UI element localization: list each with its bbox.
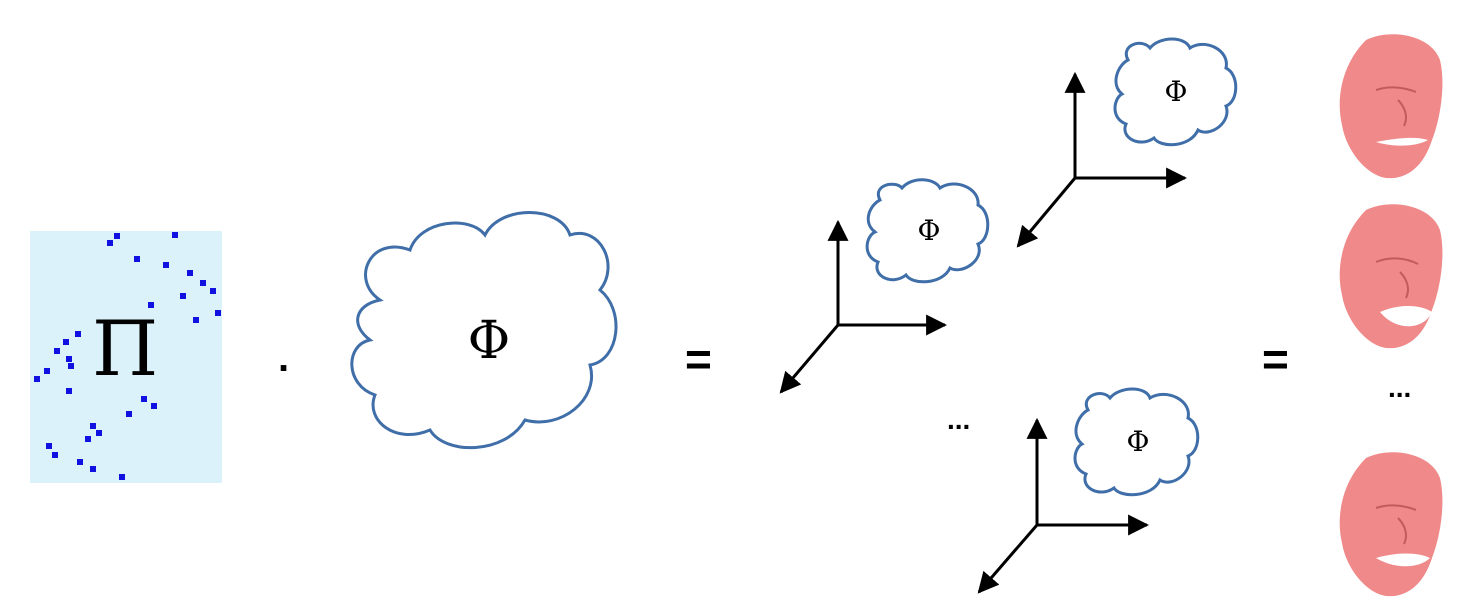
matrix-entry bbox=[180, 293, 186, 299]
matrix-entry bbox=[52, 452, 58, 458]
matrix-entry bbox=[44, 368, 50, 374]
matrix-entry bbox=[187, 270, 193, 276]
matrix-entry bbox=[68, 363, 74, 369]
basis-symbol: Φ bbox=[1165, 75, 1188, 108]
matrix-entry bbox=[126, 411, 132, 417]
basis-cloud-large: Φ bbox=[350, 211, 618, 450]
basis-symbol: Φ bbox=[918, 214, 941, 247]
coefficient-matrix: Π bbox=[30, 231, 222, 483]
basis-cloud-small: Φ bbox=[865, 178, 990, 284]
matrix-entry bbox=[215, 310, 221, 316]
axes-set bbox=[779, 219, 948, 394]
basis-symbol: Φ bbox=[468, 311, 511, 371]
matrix-entry bbox=[114, 233, 120, 239]
basis-cloud-small: Φ bbox=[1113, 37, 1238, 147]
matrix-entry bbox=[77, 459, 83, 465]
matrix-entry bbox=[210, 288, 216, 294]
matrix-entry bbox=[193, 317, 199, 323]
face-render bbox=[1339, 452, 1443, 597]
matrix-entry bbox=[96, 430, 102, 436]
matrix-symbol: Π bbox=[92, 304, 159, 393]
face-render bbox=[1339, 204, 1443, 349]
axes-ellipsis: ... bbox=[947, 404, 971, 435]
matrix-entry bbox=[134, 256, 140, 262]
matrix-entry bbox=[66, 356, 72, 362]
matrix-entry bbox=[66, 388, 72, 394]
matrix-entry bbox=[63, 339, 69, 345]
matrix-entry bbox=[163, 262, 169, 268]
matrix-entry bbox=[148, 302, 154, 308]
matrix-entry bbox=[75, 331, 81, 337]
dot-operator: . bbox=[278, 336, 290, 380]
matrix-entry bbox=[34, 376, 40, 382]
faces-ellipsis: ... bbox=[1388, 372, 1412, 403]
matrix-entry bbox=[151, 403, 157, 409]
matrix-entry bbox=[54, 348, 60, 354]
axes-set bbox=[977, 417, 1150, 594]
matrix-entry bbox=[141, 396, 147, 402]
equals-sign: = bbox=[1262, 333, 1289, 385]
equals-sign: = bbox=[685, 333, 712, 385]
matrix-entry bbox=[46, 443, 52, 449]
basis-cloud-small: Φ bbox=[1073, 387, 1200, 497]
matrix-entry bbox=[85, 436, 91, 442]
matrix-entry bbox=[107, 240, 113, 246]
matrix-entry bbox=[90, 423, 96, 429]
matrix-entry bbox=[119, 474, 125, 480]
axes-set bbox=[1016, 71, 1188, 248]
basis-symbol: Φ bbox=[1127, 425, 1150, 458]
matrix-entry bbox=[172, 232, 178, 238]
face-render bbox=[1339, 34, 1443, 179]
matrix-entry bbox=[200, 280, 206, 286]
matrix-entry bbox=[90, 466, 96, 472]
